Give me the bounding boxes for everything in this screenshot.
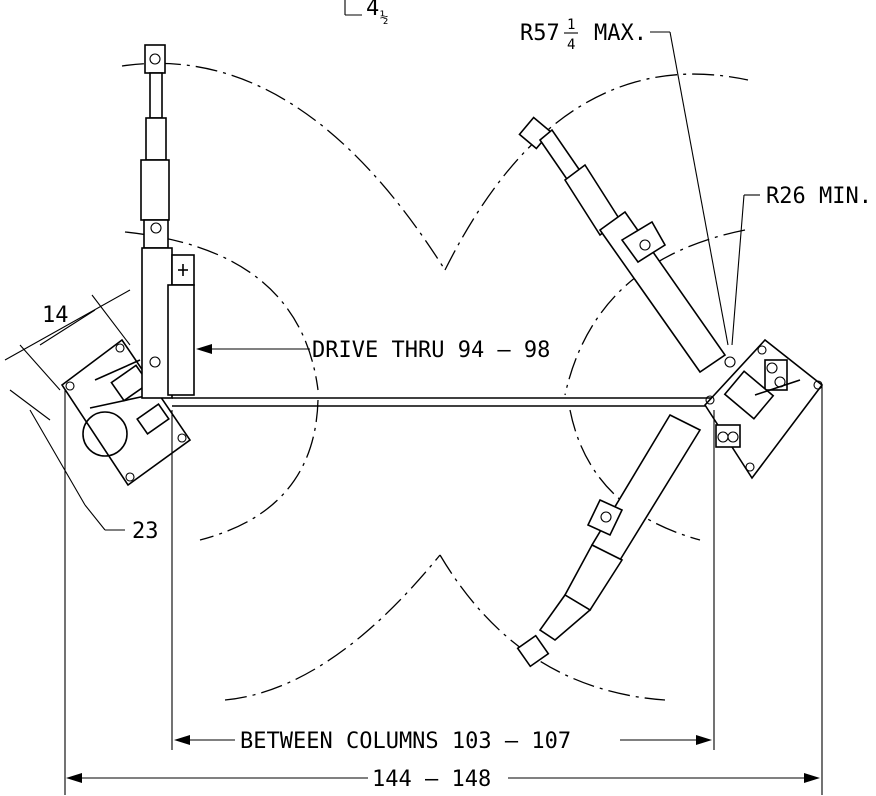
drive-thru-label: DRIVE THRU 94 – 98 (312, 338, 550, 363)
right-lower-arm (516, 413, 702, 668)
right-column-base (703, 338, 824, 480)
right-upper-arm (518, 116, 736, 374)
floor-plate-hose (172, 397, 712, 407)
max-swing-arcs (121, 62, 749, 701)
max-radius-fraction-num: 1 (567, 17, 575, 33)
arm-offset-23: 23 (132, 519, 159, 544)
left-front-arm (140, 44, 173, 399)
min-radius-label: R26 MIN. (766, 184, 872, 209)
dimension-labels: 4 ½ R57 1 4 MAX. R26 MIN. DRIVE THRU 94 … (42, 0, 872, 792)
between-columns-label: BETWEEN COLUMNS 103 – 107 (240, 729, 571, 754)
top-partial-dim: 4 (366, 0, 379, 21)
max-radius-suffix: MAX. (594, 21, 647, 46)
max-radius-fraction-den: 4 (567, 37, 575, 53)
left-rear-arm (167, 254, 195, 396)
arm-offset-14: 14 (42, 303, 69, 328)
dimension-lines (4, 0, 823, 795)
top-partial-fraction: ½ (380, 10, 388, 26)
left-column-base (60, 338, 192, 487)
max-radius-label: R57 (520, 21, 560, 46)
overall-width-label: 144 – 148 (372, 767, 491, 792)
